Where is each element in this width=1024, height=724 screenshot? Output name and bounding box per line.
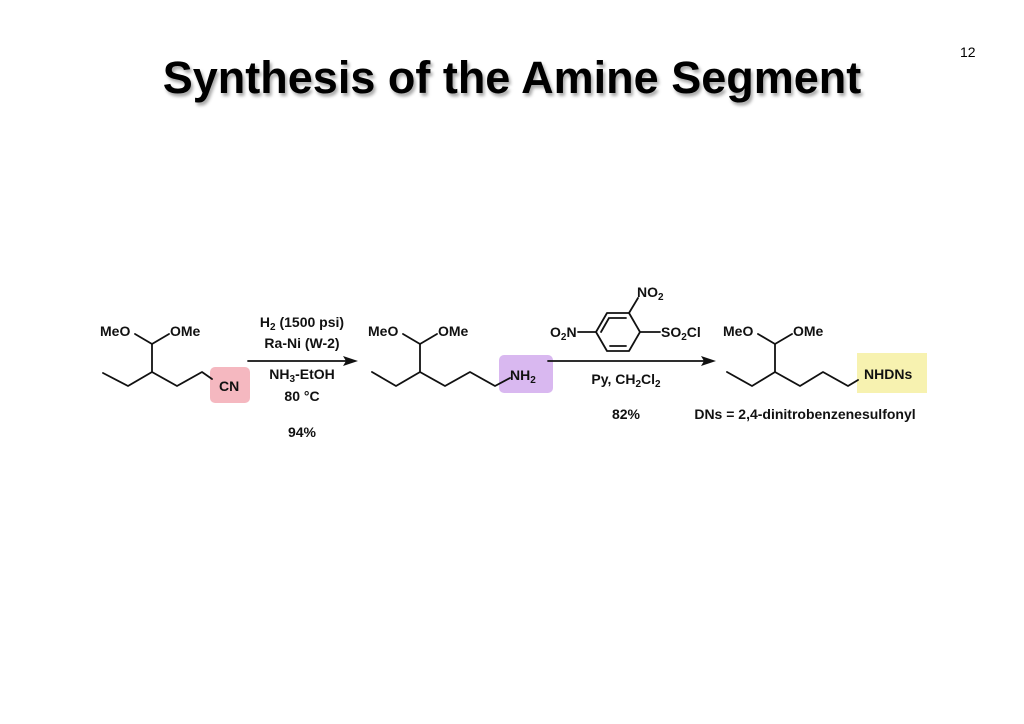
amine-highlight [499,355,553,393]
reaction-arrow-2 [547,356,716,366]
molecule-nitrile: MeO OMe CN [100,323,239,394]
step1-yield: 94% [288,424,317,440]
sulfonyl-chloride-label: SO2Cl [661,324,701,343]
reagent-dinitrobenzenesulfonyl-chloride: O2N NO2 SO2Cl [550,284,701,352]
step2-yield: 82% [612,406,641,422]
nitrile-highlight [210,367,250,403]
molecule-amine: MeO OMe NH2 [368,323,536,387]
meo-label: MeO [368,323,398,339]
reaction-arrow-1 [247,356,358,366]
meo-label: MeO [100,323,130,339]
ome-label: OMe [170,323,201,339]
nitro-left-label: O2N [550,324,577,343]
dns-definition: DNs = 2,4-dinitrobenzenesulfonyl [694,406,915,422]
nitro-top-label: NO2 [637,284,664,303]
meo-label: MeO [723,323,753,339]
molecule-sulfonamide: MeO OMe NHDNs DNs = 2,4-dinitrobenzenesu… [694,323,915,422]
step2-conditions: Py, CH2Cl2 82% [591,371,661,422]
page-number: 12 [960,44,976,60]
step1-conditions: H2 (1500 psi) Ra-Ni (W-2) NH3-EtOH 80 °C… [260,314,344,440]
sulfonamide-label: NHDNs [864,366,912,382]
sulfonamide-highlight [857,353,927,393]
ome-label: OMe [793,323,824,339]
amine-label: NH2 [510,367,536,386]
step2-conditions-text: Py, CH2Cl2 [591,371,661,390]
slide-title: Synthesis of the Amine Segment [162,52,862,103]
ome-label: OMe [438,323,469,339]
step1-line2: Ra-Ni (W-2) [264,335,339,351]
step1-line4: 80 °C [284,388,319,404]
step1-line3: NH3-EtOH [269,366,334,385]
nitrile-label: CN [219,378,239,394]
step1-line1: H2 (1500 psi) [260,314,344,333]
